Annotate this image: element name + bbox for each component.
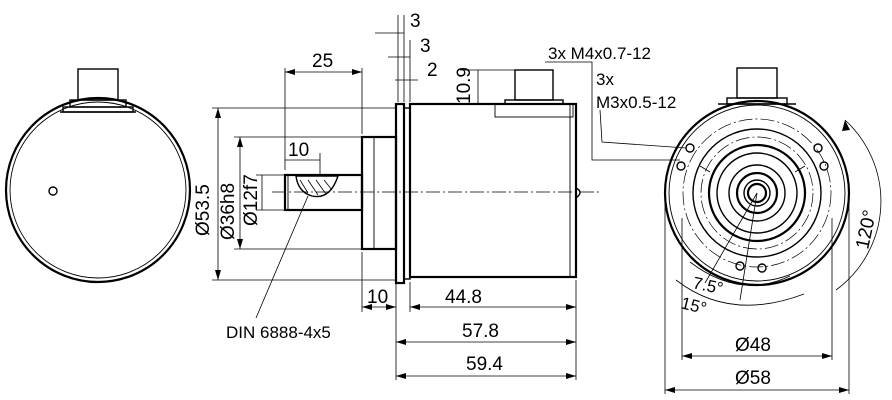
dim-3-upper: 3 [410, 11, 421, 32]
dim-10-key: 10 [288, 140, 309, 161]
side-flange-ring [403, 107, 411, 280]
rear-housing-circle [4, 96, 192, 284]
angle-15-arc [675, 279, 805, 306]
side-rear-cap [575, 187, 581, 199]
side-shaft [283, 173, 364, 212]
dim-10-bottom: 10 [367, 287, 388, 308]
side-view: 3 3 2 10.9 25 10 Ø53.5 Ø36h8 Ø12f7 [193, 11, 600, 380]
side-collar [360, 135, 398, 251]
dim-59-4: 59.4 [466, 354, 503, 375]
dim-3-lower: 3 [420, 36, 431, 57]
dim-2: 2 [427, 60, 438, 81]
front-ring-5 [735, 171, 779, 215]
dim-25: 25 [312, 51, 333, 72]
angle-120-arc [835, 119, 882, 291]
m3-leader [599, 109, 687, 149]
dia-48: Ø48 [735, 335, 771, 356]
front-ring-2 [707, 143, 807, 243]
rear-view [4, 68, 192, 284]
din-key-label: DIN 6888-4x5 [226, 323, 331, 342]
thread-m3-callout: M3x0.5-12 [596, 93, 676, 112]
front-bolt-circle-48 [682, 118, 832, 268]
side-flange-plate [394, 102, 406, 285]
side-housing [408, 102, 578, 279]
front-connector [718, 67, 796, 105]
rear-connector [60, 68, 136, 113]
front-ring-4 [728, 164, 786, 222]
angle-15: 15° [679, 293, 709, 318]
dia-36h8: Ø36h8 [218, 183, 239, 240]
thread-m4-callout: 3x M4x0.7-12 [548, 44, 651, 63]
thread-m3-qty: 3x [596, 70, 614, 89]
m3-hole-1 [676, 161, 686, 171]
dim-10-9: 10.9 [454, 67, 475, 104]
front-ring-3 [716, 152, 798, 234]
din-leader [255, 195, 309, 319]
rear-housing-inner-circle [9, 101, 187, 279]
front-bolt-circle-m3 [700, 136, 814, 250]
woodruff-key [295, 175, 339, 198]
rear-small-hole [48, 186, 58, 196]
front-view: 3x M4x0.7-12 3x M3x0.5-12 120° 7.5° 15° … [545, 44, 882, 394]
m4-leader [545, 61, 680, 161]
angle-7-5-arc [689, 261, 791, 286]
m4-hole-2 [813, 143, 823, 153]
side-connector [494, 69, 574, 118]
dim-44-8: 44.8 [445, 287, 482, 308]
dim-57-8: 57.8 [462, 321, 499, 342]
dia-12f7: Ø12f7 [241, 174, 262, 226]
m4-hole-1 [685, 143, 695, 153]
front-shaft [746, 182, 768, 204]
front-housing-inner-circle [668, 104, 846, 282]
dia-53-5: Ø53.5 [193, 184, 214, 236]
front-shaft-bore [743, 179, 771, 207]
dia-58: Ø58 [735, 368, 771, 389]
m3-hole-2 [819, 161, 829, 171]
m3-hole-3 [735, 261, 745, 271]
m4-hole-3 [757, 263, 767, 273]
front-ring-1 [692, 128, 822, 258]
angle-120: 120° [852, 208, 881, 251]
